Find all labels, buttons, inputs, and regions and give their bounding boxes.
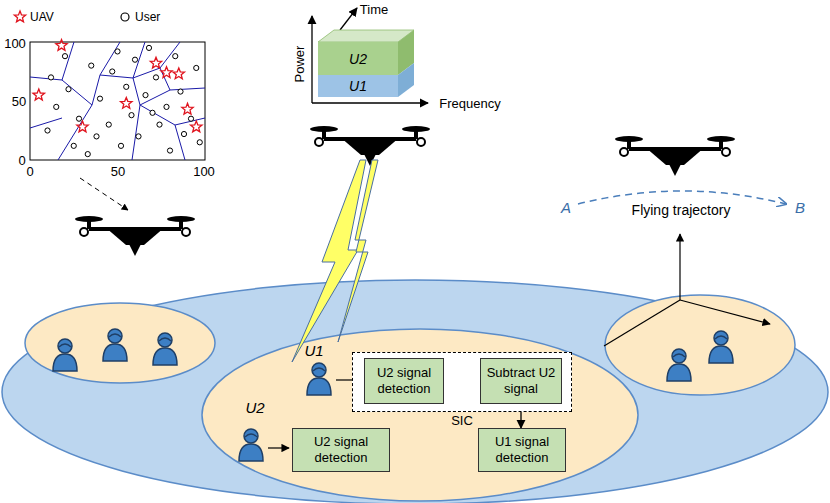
- legend-sample: [121, 13, 129, 21]
- uav-point: [150, 57, 161, 68]
- user-point: [143, 93, 148, 98]
- user-point: [188, 116, 193, 121]
- legend-text: User: [135, 10, 160, 24]
- text-label: Flying trajectory: [629, 202, 734, 218]
- axis-label: Time: [360, 2, 388, 17]
- legend-text: UAV: [30, 10, 54, 24]
- node-text: U1: [349, 78, 367, 94]
- text-label: U1: [304, 342, 323, 359]
- user-point: [181, 131, 186, 136]
- uav-point: [191, 121, 203, 132]
- user-point: [157, 122, 162, 127]
- text-label: A: [561, 199, 571, 216]
- user-point: [71, 143, 76, 148]
- axis-label: Frequency: [439, 96, 500, 111]
- user-point: [85, 152, 90, 157]
- tick-label: 100: [193, 164, 215, 179]
- user-point: [173, 54, 178, 59]
- legend-sample: [14, 11, 25, 22]
- user-point: [89, 63, 94, 68]
- power-layer: U2: [318, 42, 398, 75]
- user-point: [115, 49, 120, 54]
- tick-label: 50: [111, 164, 125, 179]
- tick-label: 0: [18, 153, 25, 168]
- process-box: U2 signal detection: [292, 428, 390, 472]
- user-point: [66, 87, 71, 92]
- user-point: [129, 113, 134, 118]
- uav-point: [182, 103, 193, 114]
- group-label: SIC: [352, 413, 572, 428]
- user-point: [132, 57, 137, 62]
- node-text: U1 signal detection: [482, 434, 562, 465]
- user-point: [54, 104, 59, 109]
- user-point: [62, 54, 67, 59]
- uav-point: [56, 40, 67, 51]
- node-text: U2: [349, 51, 367, 67]
- user-point: [106, 122, 111, 127]
- uav-point: [33, 89, 45, 100]
- user-point: [167, 148, 172, 153]
- process-box: U2 signal detection: [364, 358, 444, 404]
- user-point: [194, 65, 199, 70]
- user-point: [45, 128, 50, 133]
- user-point: [153, 75, 158, 80]
- user-point: [178, 89, 183, 94]
- user-point: [164, 104, 169, 109]
- sic-group: SIC U2 signal detection Subtract U2 signal: [352, 352, 572, 430]
- text-label: U2: [245, 399, 264, 416]
- user-point: [146, 45, 151, 50]
- user-point: [118, 143, 123, 148]
- node-text: U2 signal detection: [368, 365, 440, 396]
- text-label: B: [795, 199, 805, 216]
- tick-label: 50: [12, 94, 26, 109]
- uav-point: [173, 68, 185, 79]
- user-point: [136, 134, 141, 139]
- user-point: [110, 69, 115, 74]
- uav-point: [121, 97, 133, 108]
- tick-label: 100: [4, 36, 26, 51]
- process-box: U1 signal detection: [478, 428, 566, 472]
- user-point: [94, 134, 99, 139]
- node-text: U2 signal detection: [296, 434, 386, 465]
- user-point: [97, 96, 102, 101]
- tick-label: 0: [26, 164, 33, 179]
- axis-label: Power: [292, 46, 307, 83]
- node-text: Subtract U2 signal: [484, 365, 558, 396]
- user-point: [150, 110, 155, 115]
- power-layer: U1: [318, 75, 398, 97]
- user-point: [76, 116, 81, 121]
- uav-point: [77, 121, 88, 132]
- uav-point: [161, 67, 172, 78]
- process-box: Subtract U2 signal: [480, 358, 562, 404]
- user-point: [124, 84, 129, 89]
- user-point: [197, 140, 202, 145]
- user-point: [48, 75, 53, 80]
